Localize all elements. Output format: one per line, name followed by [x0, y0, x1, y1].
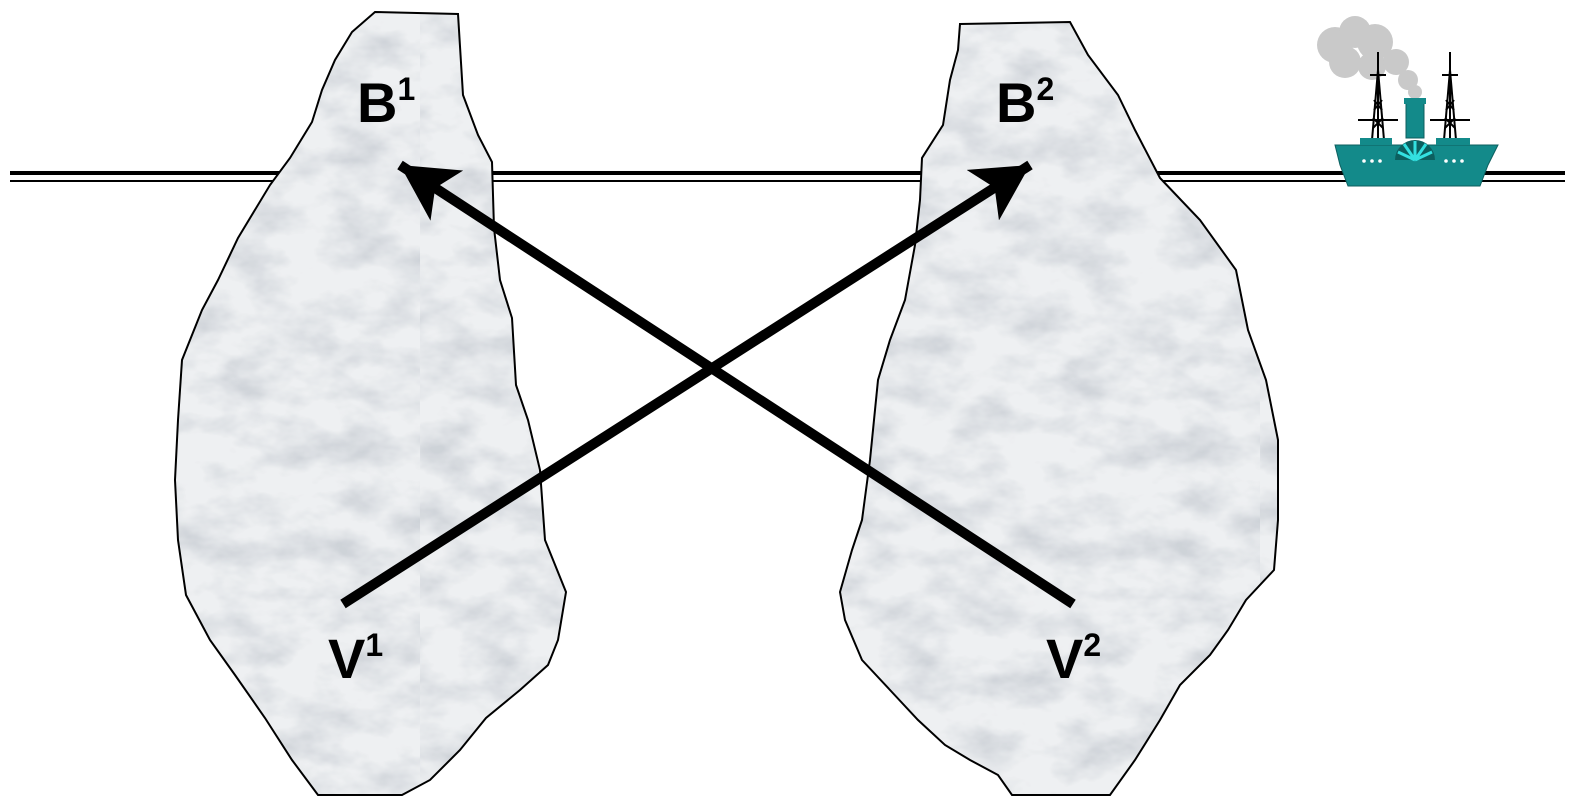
- arrow-v2-to-b1: [397, 160, 1076, 609]
- label-b2: B2: [996, 71, 1054, 134]
- label-v1: V1: [328, 627, 383, 690]
- steamship-icon: [1317, 16, 1499, 187]
- horizon-double-line: [10, 171, 1565, 182]
- label-b1: B1: [357, 71, 415, 134]
- arrow-v1-to-b2: [340, 160, 1033, 609]
- label-v2: V2: [1046, 627, 1101, 690]
